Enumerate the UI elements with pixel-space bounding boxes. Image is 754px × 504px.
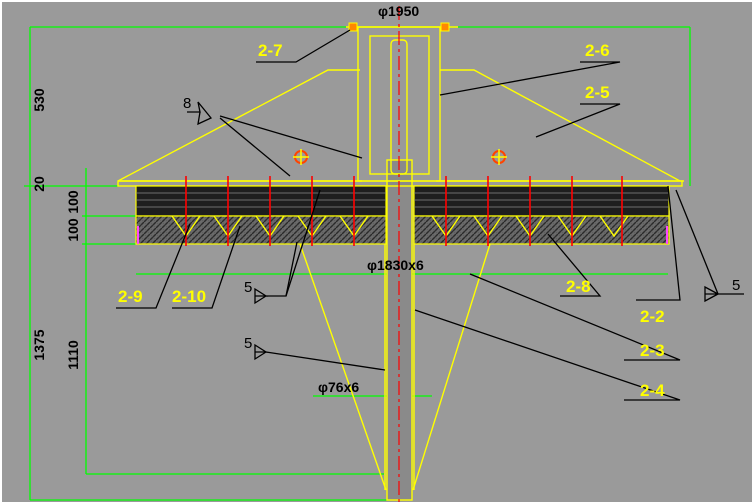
magenta-edge-marks	[137, 226, 668, 244]
pipe-large-label: φ1830x6	[367, 257, 424, 273]
dim-100-upper: 100	[65, 190, 81, 214]
hatched-layer-left	[135, 185, 387, 245]
part-label-2-10: 2-10	[172, 287, 206, 306]
flange-structure	[117, 26, 684, 491]
part-label-2-7: 2-7	[258, 41, 283, 60]
dim-1375: 1375	[31, 329, 47, 360]
lifting-lug-right	[491, 149, 507, 165]
part-label-2-2: 2-2	[640, 307, 665, 326]
part-label-2-8: 2-8	[566, 277, 591, 296]
dim-20: 20	[31, 176, 47, 192]
pipe-small-label: φ76x6	[318, 379, 359, 395]
part-label-2-3: 2-3	[640, 341, 665, 360]
weld-size-8: 8	[183, 95, 191, 112]
part-label-2-6: 2-6	[585, 41, 610, 60]
part-label-2-4: 2-4	[640, 381, 665, 400]
leader-lines	[116, 29, 744, 401]
lifting-lug-left	[293, 149, 309, 165]
weld-size-5-upper: 5	[244, 279, 252, 296]
weld-size-5-lower: 5	[244, 335, 252, 352]
dim-1110: 1110	[65, 340, 81, 370]
dim-100-lower: 100	[65, 218, 81, 242]
part-label-2-5: 2-5	[585, 83, 610, 102]
red-anchor-bars	[185, 176, 623, 246]
part-label-2-9: 2-9	[118, 287, 143, 306]
weld-size-5-right: 5	[732, 277, 740, 294]
grid-lines	[136, 192, 669, 208]
top-bolts	[348, 22, 450, 32]
hatched-layer-right	[413, 185, 670, 245]
dim-530: 530	[31, 88, 47, 112]
top-width-dimension: φ1950	[378, 3, 419, 19]
